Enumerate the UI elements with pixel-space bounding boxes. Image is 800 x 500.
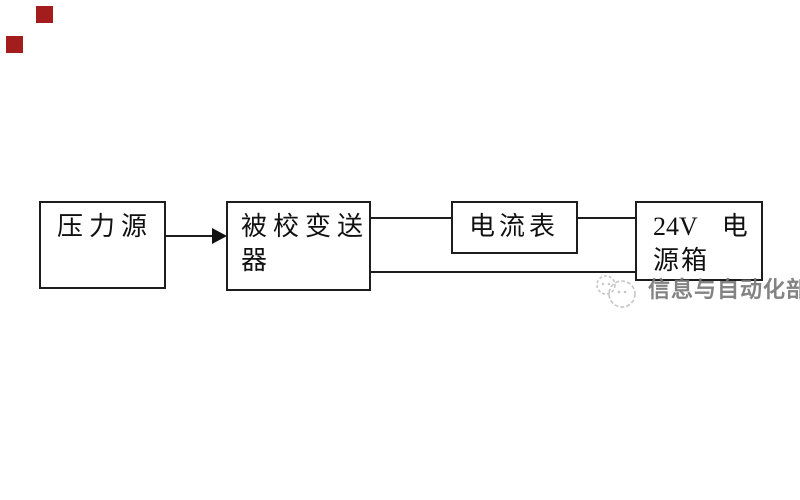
- red-square-decoration: [36, 6, 53, 23]
- ammeter-box: 电流表: [451, 201, 578, 254]
- bottom-connector-line: [370, 271, 636, 273]
- ammeter-label: 电流表: [469, 212, 560, 241]
- watermark-text: 信息与自动化部: [648, 277, 800, 302]
- power-char: 电: [721, 212, 748, 241]
- arrow-shaft-line: [165, 235, 214, 237]
- transmitter-under-test-box: 被校变送 器: [226, 201, 371, 291]
- watermark-logo-icon: [596, 275, 636, 308]
- red-square-decoration: [6, 36, 23, 53]
- arrow-head-icon: [212, 228, 227, 244]
- transmitter-label-line2: 器: [241, 246, 274, 275]
- power-supply-box: 24V 电 源箱: [635, 201, 763, 281]
- pressure-source-label: 压力源: [57, 212, 154, 241]
- transmitter-label-line1: 被校变送: [241, 212, 370, 241]
- pressure-source-box: 压力源: [39, 201, 166, 289]
- power-label-line2: 源箱: [653, 246, 710, 275]
- power-voltage: 24V: [653, 212, 698, 241]
- power-label-line1: 24V 电: [653, 210, 761, 244]
- watermark: 信息与自动化部: [592, 270, 800, 310]
